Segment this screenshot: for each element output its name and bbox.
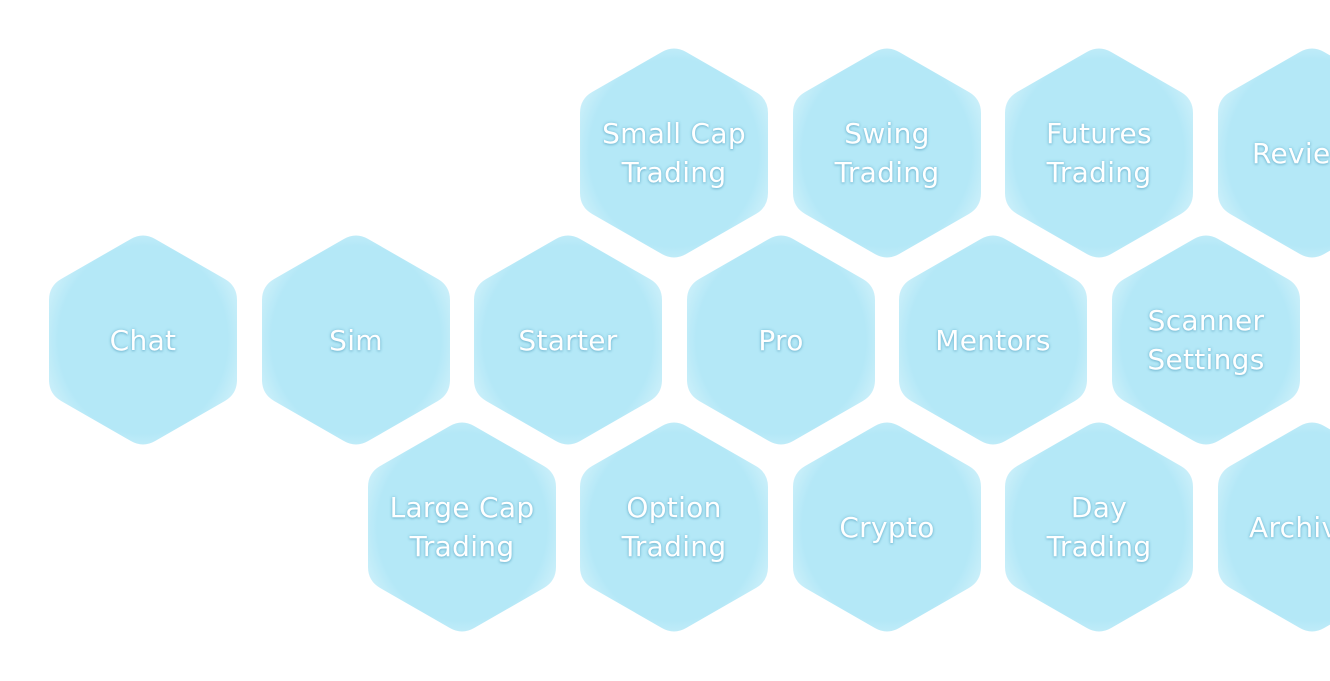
hexagon-shape (368, 422, 556, 632)
hexagon-shape (899, 235, 1087, 445)
hexagon-path (1005, 422, 1193, 632)
hex-pro[interactable]: Pro (687, 232, 875, 448)
hexagon-shape (580, 48, 768, 258)
hex-futures-trading[interactable]: Futures Trading (1005, 45, 1193, 261)
hexagon-path (687, 235, 875, 445)
hexagon-shape (262, 235, 450, 445)
hex-small-cap-trading[interactable]: Small Cap Trading (580, 45, 768, 261)
hexagon-path (1218, 422, 1330, 632)
hexagon-path (793, 422, 981, 632)
hexagon-path (793, 48, 981, 258)
hexagon-shape (1005, 422, 1193, 632)
hexagon-path (899, 235, 1087, 445)
hexagon-shape (1218, 48, 1330, 258)
hexagon-shape (1005, 48, 1193, 258)
hexagon-shape (49, 235, 237, 445)
hex-option-trading[interactable]: Option Trading (580, 419, 768, 635)
hex-swing-trading[interactable]: Swing Trading (793, 45, 981, 261)
hexagon-shape (793, 48, 981, 258)
hex-starter[interactable]: Starter (474, 232, 662, 448)
hex-mentors[interactable]: Mentors (899, 232, 1087, 448)
hexagon-shape (1112, 235, 1300, 445)
hexagon-shape (580, 422, 768, 632)
hex-crypto[interactable]: Crypto (793, 419, 981, 635)
hexagon-path (474, 235, 662, 445)
hexagon-shape (793, 422, 981, 632)
hex-scanner-settings[interactable]: Scanner Settings (1112, 232, 1300, 448)
hexagon-shape (687, 235, 875, 445)
hexagon-path (1112, 235, 1300, 445)
hex-archive[interactable]: Archiv (1218, 419, 1330, 635)
hexagon-path (580, 422, 768, 632)
hexagon-path (49, 235, 237, 445)
hexagon-path (1005, 48, 1193, 258)
hexagon-path (262, 235, 450, 445)
hexagon-shape (474, 235, 662, 445)
hex-day-trading[interactable]: Day Trading (1005, 419, 1193, 635)
hex-chat[interactable]: Chat (49, 232, 237, 448)
hex-reviews[interactable]: Revie (1218, 45, 1330, 261)
hexagon-path (368, 422, 556, 632)
hexagon-path (1218, 48, 1330, 258)
hex-large-cap-trading[interactable]: Large Cap Trading (368, 419, 556, 635)
hex-sim[interactable]: Sim (262, 232, 450, 448)
hexagon-shape (1218, 422, 1330, 632)
hexagon-path (580, 48, 768, 258)
